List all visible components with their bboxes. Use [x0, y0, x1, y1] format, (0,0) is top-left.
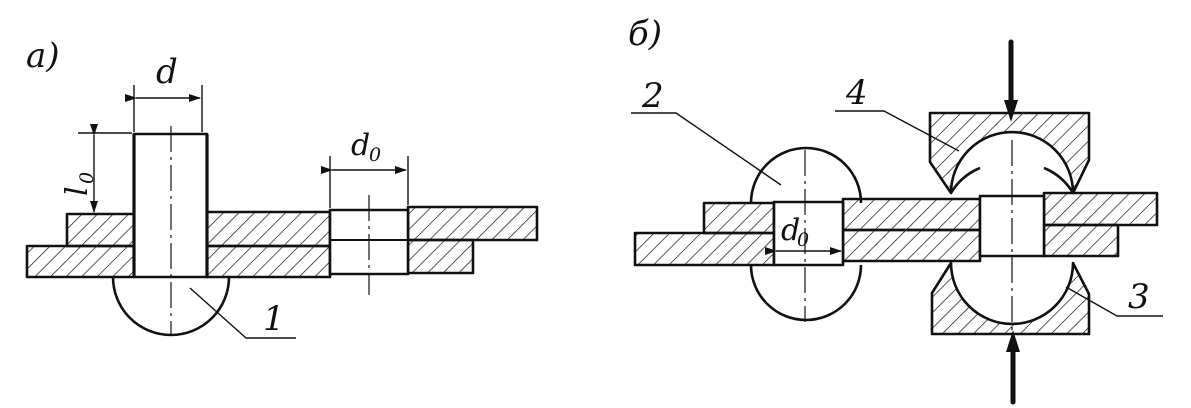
svg-text:d: d	[351, 128, 370, 163]
dimension-l0	[78, 124, 132, 213]
svg-text:d: d	[781, 213, 800, 248]
force-arrow-top	[1004, 39, 1018, 122]
label-l0: l 0	[60, 172, 98, 196]
leader-3	[1065, 286, 1163, 317]
panel-a-label: а)	[26, 36, 60, 76]
label-1: 1	[263, 299, 285, 339]
label-d0-a: d 0	[351, 128, 381, 166]
leader-4	[835, 110, 960, 152]
panel-a	[25, 85, 539, 339]
svg-text:0: 0	[369, 144, 381, 166]
label-4: 4	[845, 73, 868, 113]
leader-1	[189, 287, 296, 339]
bottom-plate-b	[633, 223, 1120, 267]
dimension-d	[125, 85, 203, 132]
svg-text:l: l	[60, 186, 95, 196]
lower-die	[930, 261, 1091, 336]
panel-b	[631, 39, 1163, 405]
rivet-head-b-bottom	[749, 264, 863, 322]
leader-2	[631, 112, 782, 186]
dimension-d0-a	[321, 156, 409, 208]
label-d0-b: d 0	[781, 213, 809, 251]
panel-b-label: б)	[628, 14, 662, 54]
force-arrow-bottom	[1006, 330, 1020, 405]
svg-text:0: 0	[76, 172, 98, 184]
label-2: 2	[641, 76, 664, 116]
label-3: 3	[1128, 277, 1150, 317]
rivet-head-b-top	[749, 146, 863, 204]
label-d: d	[156, 52, 178, 92]
upper-die	[928, 111, 1091, 195]
svg-text:0: 0	[797, 229, 809, 251]
